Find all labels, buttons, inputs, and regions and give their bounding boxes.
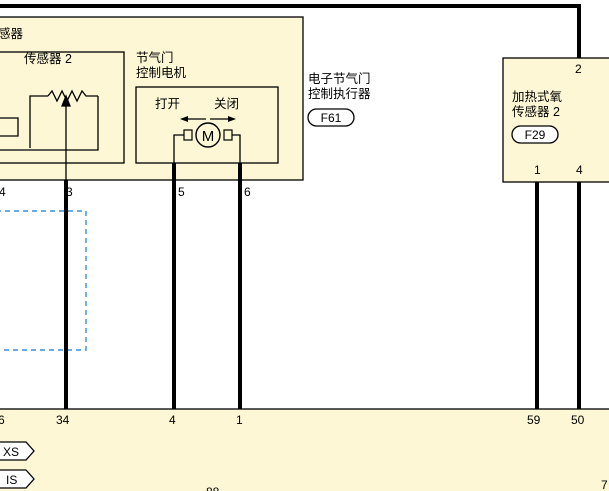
pin-label: 6: [0, 413, 5, 427]
open-label: 打开: [155, 97, 180, 111]
actuator-title-line1: 电子节气门: [308, 71, 371, 86]
motor-title-line2: 控制电机: [136, 66, 187, 80]
close-label: 关闭: [214, 97, 239, 111]
pin-label: 6: [244, 185, 251, 199]
oxygen-title-line1: 加热式氧: [512, 90, 563, 104]
oxygen-connector-label: F29: [525, 128, 546, 142]
oxygen-title-line2: 传感器 2: [512, 104, 560, 119]
pin-label: 4: [0, 185, 6, 199]
potentiometer-wiper-arrow: [61, 94, 71, 107]
pin-label: 50: [571, 413, 585, 427]
potentiometer-resistor: [47, 89, 98, 103]
ecm-corner-number: 7: [601, 478, 608, 491]
motor-letter: M: [202, 128, 215, 145]
ecm-box: [0, 408, 609, 491]
pin-label: 4: [576, 163, 583, 177]
oxygen-top-pin: 2: [575, 62, 582, 76]
ecm-connector-label-xs: XS: [3, 445, 19, 459]
sensor2-label: 传感器 2: [24, 51, 72, 66]
motor-terminal-right: [223, 129, 233, 141]
motor-box: [135, 86, 279, 164]
pin-label: 1: [534, 163, 541, 177]
pin-label: 34: [56, 413, 70, 427]
pin-label: 59: [527, 413, 541, 427]
sensor-assembly-title: 感器: [0, 26, 24, 41]
close-arrowhead: [228, 116, 236, 122]
open-arrowhead: [180, 116, 188, 122]
motor-terminal-left: [183, 129, 193, 141]
pin-label: 4: [169, 413, 176, 427]
actuator-connector-label: F61: [321, 111, 342, 125]
actuator-connector-badge: [307, 108, 355, 127]
pin-label: 3: [66, 185, 73, 199]
actuator-box: [0, 16, 304, 181]
ecm-connector-tag-xs: [0, 441, 35, 461]
sensor2-box: [0, 51, 125, 164]
oxygen-connector-badge: [511, 125, 559, 144]
ecm-connector-tag-is: [0, 469, 35, 489]
potentiometer-wiring: [0, 95, 99, 180]
pin-label: 1: [236, 413, 243, 427]
ecm-partial-number: 88: [206, 485, 220, 491]
motor-title-line1: 节气门: [136, 50, 174, 65]
pin-label: 5: [178, 185, 185, 199]
ecm-connector-label-is: IS: [6, 473, 17, 487]
actuator-title-line2: 控制执行器: [308, 87, 371, 101]
shield-dashed-area: [0, 210, 87, 351]
oxygen-sensor-box: [502, 57, 609, 183]
motor-wiring: [173, 134, 241, 163]
top-harness-wire: [0, 4, 581, 58]
motor-symbol: [195, 122, 221, 148]
